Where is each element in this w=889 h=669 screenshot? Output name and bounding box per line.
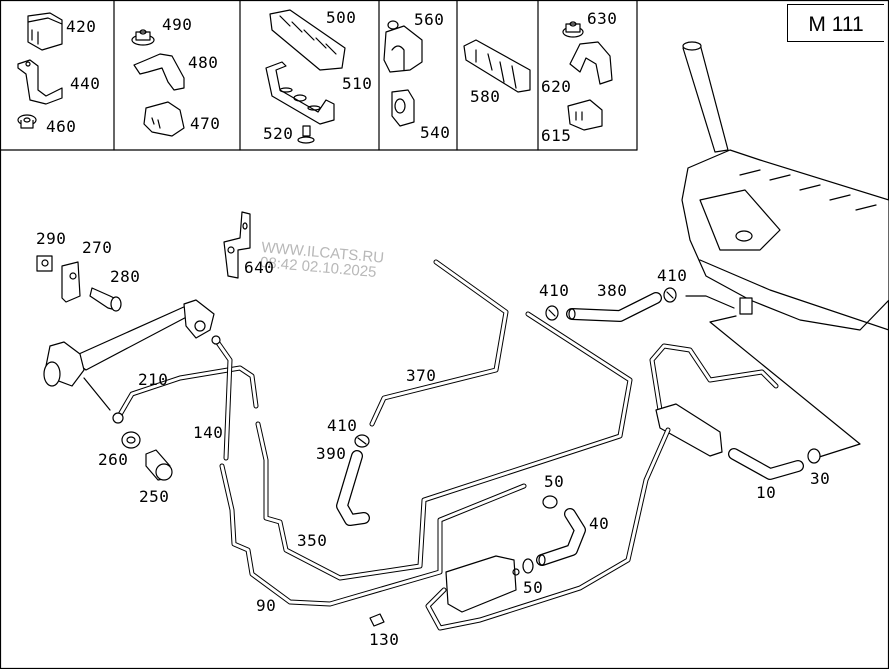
leader-210 xyxy=(83,377,111,411)
clamp-30[interactable] xyxy=(807,448,821,464)
part-580-clip-triple[interactable] xyxy=(463,39,531,93)
callout-470[interactable]: 470 xyxy=(190,114,221,133)
part-440-bracket[interactable] xyxy=(17,59,63,105)
callout-440[interactable]: 440 xyxy=(70,74,101,93)
callout-50-top[interactable]: 50 xyxy=(544,472,565,491)
clamp-410-c[interactable] xyxy=(354,434,370,448)
hose-40[interactable] xyxy=(536,508,586,566)
callout-410-right[interactable]: 410 xyxy=(657,266,688,285)
callout-540[interactable]: 540 xyxy=(420,123,451,142)
pipe-350[interactable] xyxy=(255,311,633,581)
part-560-clip[interactable] xyxy=(383,20,423,73)
pipe-140[interactable] xyxy=(211,335,233,461)
fuel-filter[interactable] xyxy=(445,555,520,613)
pipe-370[interactable] xyxy=(369,259,509,427)
part-270-clip[interactable] xyxy=(61,261,81,303)
callout-580[interactable]: 580 xyxy=(470,87,501,106)
callout-410-mid[interactable]: 410 xyxy=(539,281,570,300)
hose-390[interactable] xyxy=(336,450,370,526)
fuel-rail[interactable] xyxy=(43,299,215,387)
callout-615[interactable]: 615 xyxy=(541,126,572,145)
callout-640[interactable]: 640 xyxy=(244,258,275,277)
clamp-50-a[interactable] xyxy=(542,495,558,509)
callout-420[interactable]: 420 xyxy=(66,17,97,36)
callout-510[interactable]: 510 xyxy=(342,74,373,93)
callout-290[interactable]: 290 xyxy=(36,229,67,248)
part-540-grommet[interactable] xyxy=(391,89,415,127)
callout-630[interactable]: 630 xyxy=(587,9,618,28)
callout-370[interactable]: 370 xyxy=(406,366,437,385)
part-420-clip[interactable] xyxy=(27,12,63,51)
fuel-pump-assembly[interactable] xyxy=(425,343,804,631)
callout-50-bottom[interactable]: 50 xyxy=(523,578,544,597)
callout-90[interactable]: 90 xyxy=(256,596,277,615)
part-280-bolt[interactable] xyxy=(89,287,122,312)
part-290-nut[interactable] xyxy=(36,255,53,272)
callout-10[interactable]: 10 xyxy=(756,483,777,502)
model-code: M 111 xyxy=(808,13,864,36)
pipe-210[interactable] xyxy=(112,365,259,424)
callout-500[interactable]: 500 xyxy=(326,8,357,27)
leader-lines xyxy=(685,295,861,459)
part-615-mount[interactable] xyxy=(567,99,603,131)
pipe-90[interactable] xyxy=(219,463,527,607)
model-code-box: M 111 xyxy=(787,4,884,42)
filler-neck xyxy=(682,43,729,153)
callout-210[interactable]: 210 xyxy=(138,370,169,389)
part-490-nut[interactable] xyxy=(131,29,155,46)
fuel-tank[interactable] xyxy=(681,41,889,331)
callout-560[interactable]: 560 xyxy=(414,10,445,29)
callout-350[interactable]: 350 xyxy=(297,531,328,550)
part-460-nut[interactable] xyxy=(17,114,37,129)
part-620-bracket[interactable] xyxy=(569,41,613,85)
part-250-banjo-bolt[interactable] xyxy=(145,449,173,481)
clamp-50-b[interactable] xyxy=(522,558,534,574)
callout-260[interactable]: 260 xyxy=(98,450,129,469)
part-470-mount[interactable] xyxy=(143,101,185,137)
callout-140[interactable]: 140 xyxy=(193,423,224,442)
callout-280[interactable]: 280 xyxy=(110,267,141,286)
callout-30[interactable]: 30 xyxy=(810,469,831,488)
callout-520[interactable]: 520 xyxy=(263,124,294,143)
hose-380[interactable] xyxy=(566,292,662,322)
callout-390[interactable]: 390 xyxy=(316,444,347,463)
part-500-clip-strip[interactable] xyxy=(269,9,346,71)
part-510-holder[interactable] xyxy=(265,61,335,125)
part-640-bracket[interactable] xyxy=(223,211,251,279)
callout-250[interactable]: 250 xyxy=(139,487,170,506)
parts-panels-grid xyxy=(0,0,638,151)
callout-460[interactable]: 460 xyxy=(46,117,77,136)
callout-620[interactable]: 620 xyxy=(541,77,572,96)
clamp-410-b[interactable] xyxy=(663,287,677,303)
callout-40[interactable]: 40 xyxy=(589,514,610,533)
clamp-410-a[interactable] xyxy=(545,305,559,321)
callout-270[interactable]: 270 xyxy=(82,238,113,257)
callout-490[interactable]: 490 xyxy=(162,15,193,34)
callout-380[interactable]: 380 xyxy=(597,281,628,300)
part-260-washer[interactable] xyxy=(121,431,141,449)
callout-410-left[interactable]: 410 xyxy=(327,416,358,435)
part-480-bracket[interactable] xyxy=(133,53,185,91)
part-630-nut[interactable] xyxy=(562,21,584,38)
part-130-sleeve[interactable] xyxy=(369,613,385,627)
callout-130[interactable]: 130 xyxy=(369,630,400,649)
callout-480[interactable]: 480 xyxy=(188,53,219,72)
part-520-screw[interactable] xyxy=(297,125,315,144)
